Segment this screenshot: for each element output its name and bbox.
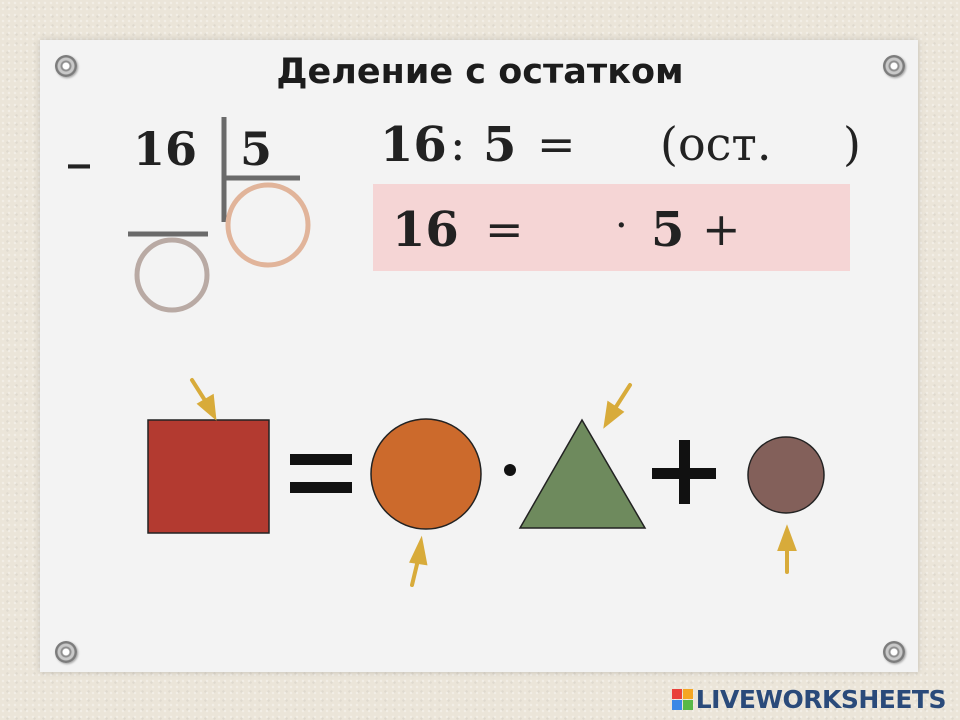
liveworksheets-logo-icon: [671, 688, 693, 710]
equals-bar-bottom: [290, 482, 352, 493]
multiply-dot: [504, 464, 516, 476]
arrow-icon: [603, 383, 632, 429]
quotient-input-circle[interactable]: [225, 182, 311, 268]
equation-dividend: 16: [380, 117, 447, 173]
pin-icon: [55, 641, 77, 663]
dividend-square: [147, 419, 270, 534]
pin-icon: [883, 55, 905, 77]
check-dividend: 16: [392, 202, 459, 258]
equation-colon: :: [450, 117, 466, 171]
arrow-icon: [777, 524, 797, 574]
arrow-icon: [409, 535, 428, 587]
divisor-triangle: [518, 418, 647, 529]
remainder-input-circle[interactable]: [134, 237, 210, 313]
quotient-circle: [370, 418, 482, 530]
equation-remainder-label: (ост.: [660, 117, 772, 171]
equation-remainder-close: ): [843, 117, 861, 171]
remainder-circle: [747, 436, 825, 514]
equals-bar-top: [290, 454, 352, 465]
liveworksheets-watermark: LIVEWORKSHEETS: [671, 684, 947, 714]
check-plus: +: [702, 202, 741, 256]
pin-icon: [55, 55, 77, 77]
worksheet-card: [40, 40, 918, 672]
column-dividend: 16: [133, 122, 198, 176]
page-title: Деление с остатком: [276, 52, 684, 92]
division-minus-sign: _: [68, 118, 90, 169]
check-dot: ·: [615, 203, 628, 249]
watermark-text: LIVEWORKSHEETS: [695, 684, 947, 714]
check-divisor: 5: [651, 202, 685, 258]
pin-icon: [883, 641, 905, 663]
column-divisor: 5: [240, 122, 273, 176]
plus-vertical: [679, 440, 690, 504]
arrow-icon: [190, 378, 217, 421]
check-equals: =: [485, 202, 524, 256]
check-equation-box: [373, 184, 850, 271]
equation-divisor: 5: [483, 117, 517, 173]
equation-equals: =: [537, 117, 576, 171]
